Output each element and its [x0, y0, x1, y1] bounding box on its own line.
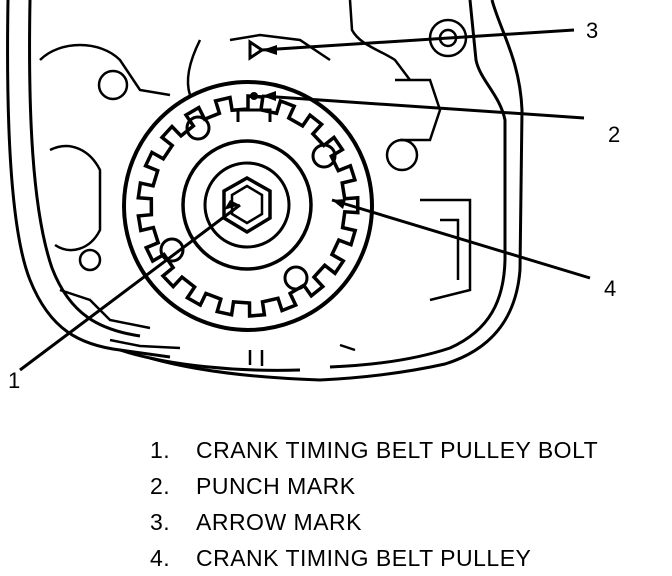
parts-legend: 1. CRANK TIMING BELT PULLEY BOLT 2. PUNC… — [150, 432, 598, 576]
pulley-hub — [181, 139, 313, 271]
legend-text: CRANK TIMING BELT PULLEY BOLT — [196, 436, 599, 463]
callout-1: 1 — [8, 368, 20, 393]
legend-text: CRANK TIMING BELT PULLEY — [196, 544, 532, 571]
callout-3: 3 — [586, 18, 598, 43]
legend-item: 4. CRANK TIMING BELT PULLEY — [150, 540, 598, 576]
pulley-hole — [311, 143, 337, 169]
pulley-bolt — [222, 175, 272, 235]
timing-belt-pulley-diagram: 1 2 3 4 — [6, 0, 620, 393]
pulley-hole — [185, 115, 211, 141]
pulley-teeth — [136, 94, 360, 318]
punch-mark — [250, 92, 258, 100]
legend-number: 1. — [150, 436, 171, 463]
leader-lines — [19, 28, 591, 372]
crank-timing-belt-pulley — [122, 80, 374, 332]
legend-item: 1. CRANK TIMING BELT PULLEY BOLT — [150, 432, 598, 468]
pulley-hole — [283, 265, 309, 291]
legend-number: 2. — [150, 472, 171, 499]
arrow-mark — [248, 39, 265, 61]
legend-text: ARROW MARK — [196, 508, 362, 535]
legend-number: 4. — [150, 544, 171, 571]
engine-housing — [6, 0, 524, 382]
pulley-hole — [159, 237, 185, 263]
legend-item: 3. ARROW MARK — [150, 504, 598, 540]
legend-item: 2. PUNCH MARK — [150, 468, 598, 504]
legend-text: PUNCH MARK — [196, 472, 356, 499]
callout-2: 2 — [608, 122, 620, 147]
legend-number: 3. — [150, 508, 171, 535]
pulley-key — [236, 108, 272, 122]
leader-arrowheads — [224, 45, 346, 210]
callout-4: 4 — [604, 276, 616, 301]
